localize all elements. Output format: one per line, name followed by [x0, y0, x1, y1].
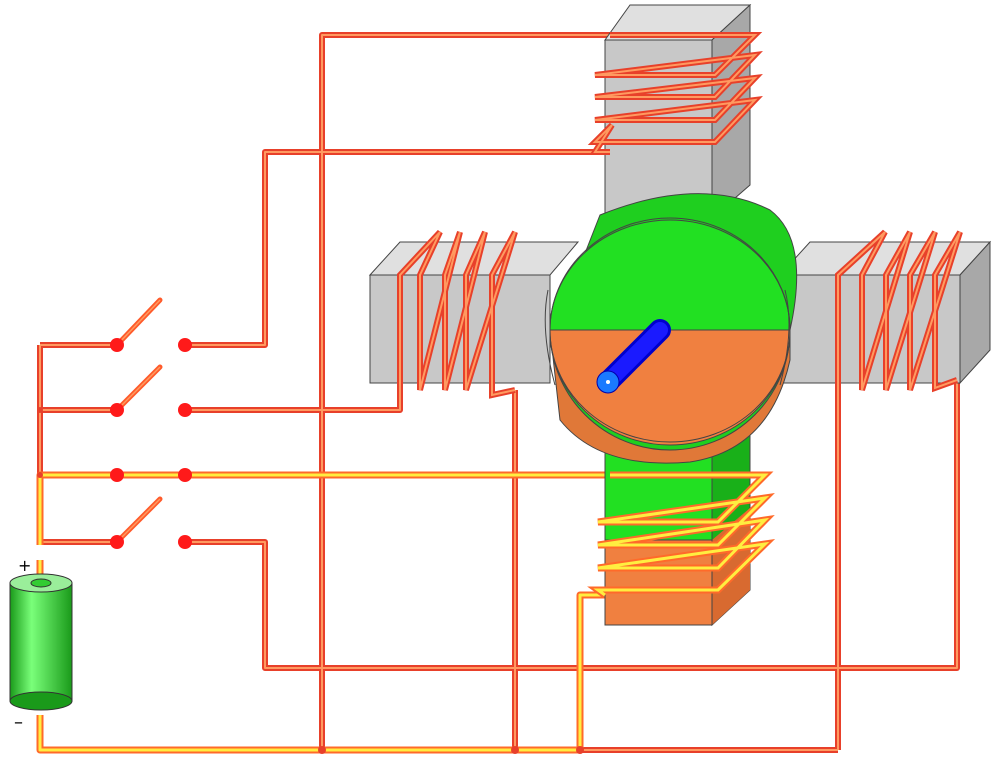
switch-contact — [110, 535, 124, 549]
rotor-shaft — [596, 319, 671, 394]
switch-contact — [178, 468, 192, 482]
rotor — [544, 193, 798, 464]
switch-contact — [178, 403, 192, 417]
switch-2[interactable] — [110, 364, 192, 417]
coil-right — [835, 229, 963, 393]
switch-contact — [110, 468, 124, 482]
switch-contact — [178, 338, 192, 352]
switch-contact — [178, 535, 192, 549]
coil-bottom — [587, 471, 776, 598]
battery-minus-label: – — [14, 712, 23, 733]
wire-junctions — [37, 407, 584, 754]
switch-contact — [110, 338, 124, 352]
switch-contact — [110, 403, 124, 417]
battery-plus-label: + — [18, 556, 31, 575]
switch-1[interactable] — [110, 297, 192, 352]
switch-3[interactable] — [110, 468, 192, 482]
wires-inactive — [37, 32, 960, 753]
coil-top — [587, 32, 763, 155]
switch-4[interactable] — [110, 496, 192, 549]
battery: + – — [9, 556, 73, 733]
stator-pole-bottom — [604, 416, 751, 627]
coil-left — [397, 229, 518, 399]
